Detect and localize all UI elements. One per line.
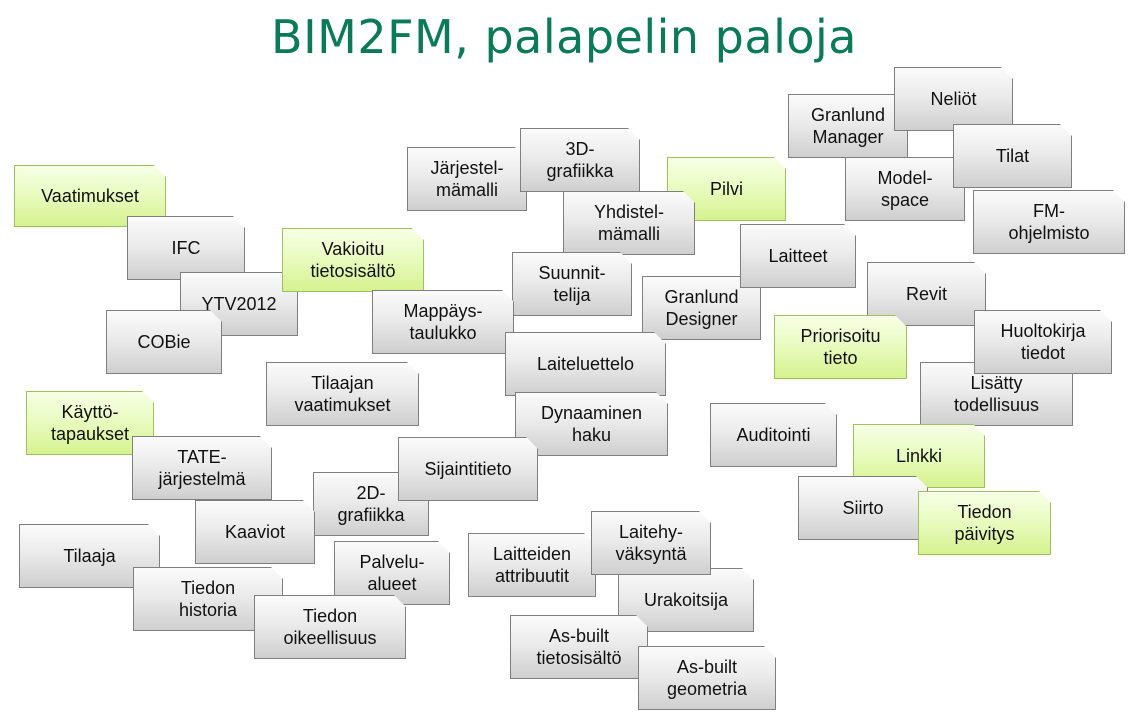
card-3d-grafiikka: 3D- grafiikka (520, 128, 640, 192)
card-asbuilt-geometria: As-built geometria (638, 646, 776, 710)
card-vaatimukset: Vaatimukset (14, 165, 166, 227)
card-tiedon-oikeellisuus: Tiedon oikeellisuus (254, 595, 406, 659)
card-laitteiden-attribuutit: Laitteiden attribuutit (468, 533, 596, 597)
card-mappaystaulukko: Mappäys- taulukko (372, 290, 514, 354)
card-tilat: Tilat (953, 124, 1072, 188)
card-laitehyvaksynta: Laitehy- väksyntä (591, 511, 711, 575)
card-palvelualueet: Palvelu- alueet (334, 541, 450, 605)
card-vakioitu-tietosisalto: Vakioitu tietosisältö (282, 228, 424, 292)
card-sijaintitieto: Sijaintitieto (398, 437, 538, 501)
card-tilaajan-vaatimukset: Tilaajan vaatimukset (266, 362, 419, 426)
card-suunnittelija: Suunnit- telija (512, 252, 632, 316)
card-tiedon-paivitys: Tiedon päivitys (918, 491, 1051, 555)
card-2d-grafiikka: 2D- grafiikka (313, 472, 429, 536)
card-dynaaminen-haku: Dynaaminen haku (515, 392, 668, 456)
card-granlund-manager: Granlund Manager (788, 94, 908, 158)
card-laiteluettelo: Laiteluettelo (505, 332, 666, 396)
card-huoltokirja-tiedot: Huoltokirja tiedot (974, 310, 1112, 374)
card-cobie: COBie (106, 310, 222, 374)
card-ifc: IFC (127, 216, 245, 280)
card-auditointi: Auditointi (710, 403, 837, 467)
page-title: BIM2FM, palapelin paloja (271, 10, 857, 64)
card-tate-jarjestelma: TATE- järjestelmä (132, 436, 272, 500)
card-kaaviot: Kaaviot (195, 500, 315, 564)
card-laitteet: Laitteet (740, 224, 856, 288)
card-neliot: Neliöt (894, 67, 1013, 131)
card-fm-ohjelmisto: FM- ohjelmisto (973, 190, 1125, 254)
card-asbuilt-tietosisalto: As-built tietosisältö (510, 615, 648, 679)
card-priorisoitu-tieto: Priorisoitu tieto (774, 315, 907, 379)
card-modelspace: Model- space (845, 157, 965, 221)
card-jarjestelmamalli: Järjestel- mämalli (407, 147, 527, 211)
card-yhdistelmamalli: Yhdistel- mämalli (563, 191, 695, 255)
card-siirto: Siirto (798, 476, 928, 540)
